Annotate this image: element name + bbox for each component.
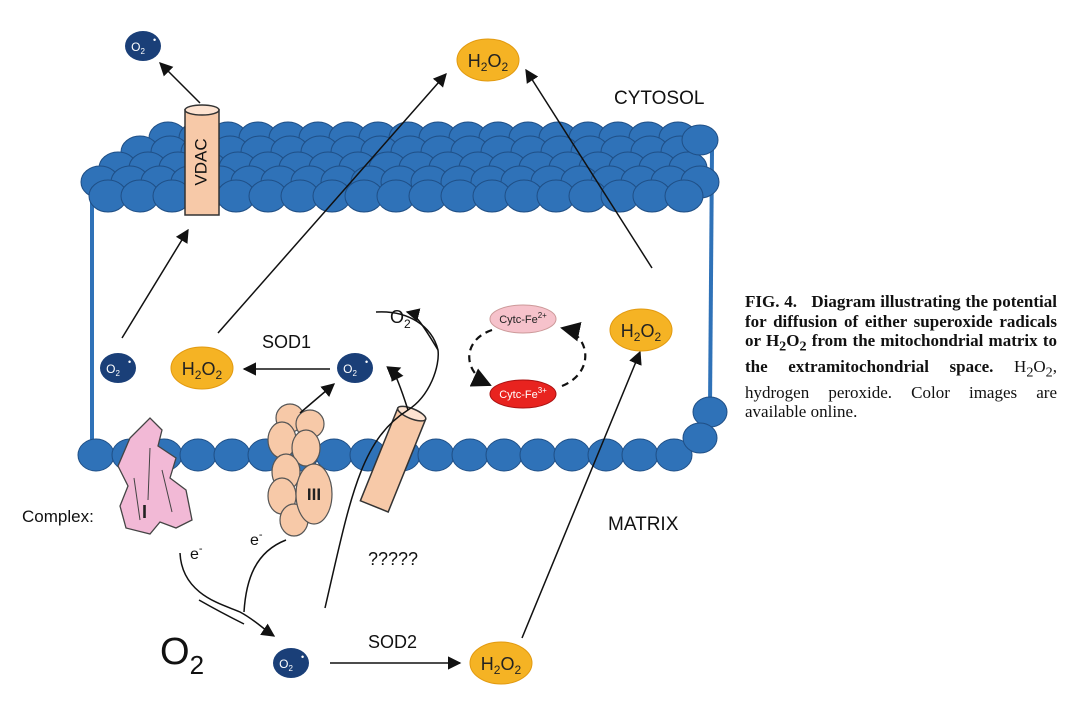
vdac-channel: VDAC	[184, 104, 220, 216]
inner-membrane-bead	[451, 438, 489, 472]
inner-membrane-bead	[692, 396, 728, 428]
superoxide-ims-left: O2 •	[100, 353, 136, 383]
mitochondria-diagram: VDAC I III	[22, 31, 728, 685]
arrows	[121, 62, 653, 670]
complex-i-label: I	[142, 502, 147, 522]
inner-membrane-channel	[359, 405, 427, 513]
outer-membrane-bead	[664, 179, 704, 213]
arrow-electron-complex-i	[179, 552, 276, 637]
svg-text:O2: O2	[343, 362, 357, 378]
svg-text:H2O2: H2O2	[468, 51, 509, 74]
svg-text:Cytc-Fe2+: Cytc-Fe2+	[499, 311, 547, 326]
inner-membrane-bead	[485, 438, 523, 472]
superoxide-ims-center: O2 •	[337, 353, 373, 383]
electron-label-complex-iii: e-	[250, 529, 263, 549]
sod1-label: SOD1	[262, 332, 311, 352]
oxygen-small-label: O2	[390, 307, 411, 331]
cytosol-label: CYTOSOL	[614, 88, 704, 109]
h2o2-cytosol: H2O2	[456, 38, 520, 82]
svg-text:H2O2: H2O2	[481, 654, 522, 677]
inner-membrane-bead	[417, 438, 455, 472]
cytc-reduced	[489, 304, 557, 334]
matrix-label: MATRIX	[608, 514, 679, 535]
arrow-to-superoxide-from-channel	[391, 366, 409, 411]
complex-iii: III	[267, 403, 333, 537]
svg-text:O2: O2	[131, 40, 145, 56]
superoxide-cytosol: O2 •	[125, 31, 161, 61]
svg-text:O2: O2	[106, 362, 120, 378]
svg-text:H2O2: H2O2	[182, 359, 223, 382]
caption-fig-number: FIG. 4.	[745, 292, 797, 311]
svg-text:•: •	[128, 357, 131, 367]
outer-membrane-bead	[681, 124, 719, 156]
arrow-h2o2-to-cytosol-left	[217, 72, 447, 334]
arrow-vdac-to-superoxide	[159, 62, 201, 104]
arrow-o2-join	[198, 599, 245, 625]
h2o2-matrix: H2O2	[469, 641, 533, 685]
complex-label: Complex:	[22, 507, 94, 526]
cytc-oxidized	[489, 379, 557, 409]
inner-membrane-bead	[179, 438, 217, 472]
cytc-reduced-label: Cytc-Fe	[499, 314, 538, 326]
unknown-pathway-label: ?????	[368, 549, 418, 569]
inner-membrane-bead	[655, 438, 693, 472]
complex-iii-label: III	[307, 485, 321, 504]
caption-bold-text: Diagram illustrating the potential for d…	[745, 292, 1057, 376]
svg-text:O2: O2	[279, 657, 293, 673]
figure-caption: FIG. 4. Diagram illustrating the potenti…	[745, 292, 1057, 422]
cytc-cycle: Cytc-Fe2+ Cytc-Fe3+	[468, 304, 587, 409]
svg-text:H2O2: H2O2	[621, 321, 662, 344]
h2o2-ims-right: H2O2	[609, 308, 673, 352]
complex-i: I	[117, 417, 193, 535]
sod2-label: SOD2	[368, 632, 417, 652]
inner-membrane-bead	[621, 438, 659, 472]
svg-text:Cytc-Fe3+: Cytc-Fe3+	[499, 386, 547, 401]
inner-membrane-bead	[553, 438, 591, 472]
outer-membrane	[80, 121, 720, 213]
inner-membrane-bead	[682, 422, 718, 454]
svg-text:•: •	[301, 652, 304, 662]
inner-membrane-bead	[213, 438, 251, 472]
inner-membrane-bead	[519, 438, 557, 472]
cytc-oxidized-label: Cytc-Fe	[499, 389, 538, 401]
svg-text:•: •	[365, 357, 368, 367]
superoxide-matrix: O2 •	[273, 648, 309, 678]
arrow-complex-iii-to-superoxide	[299, 383, 336, 414]
arrow-electron-complex-iii	[243, 539, 287, 613]
caption-plain-text: H2O2, hydrogen peroxide. Color images ar…	[745, 356, 1057, 422]
electron-label-complex-i: e-	[190, 543, 203, 563]
vdac-label: VDAC	[191, 138, 210, 185]
arrow-matrix-h2o2-up	[521, 350, 642, 639]
arrow-superoxide-to-vdac	[121, 228, 189, 339]
arrow-h2o2-to-cytosol-right	[525, 68, 653, 269]
svg-text:•: •	[153, 35, 156, 45]
oxygen-big-label: O2	[160, 631, 204, 680]
inner-membrane-bead	[77, 438, 115, 472]
h2o2-ims-left: H2O2	[170, 346, 234, 390]
arrow-to-o2	[405, 308, 439, 351]
